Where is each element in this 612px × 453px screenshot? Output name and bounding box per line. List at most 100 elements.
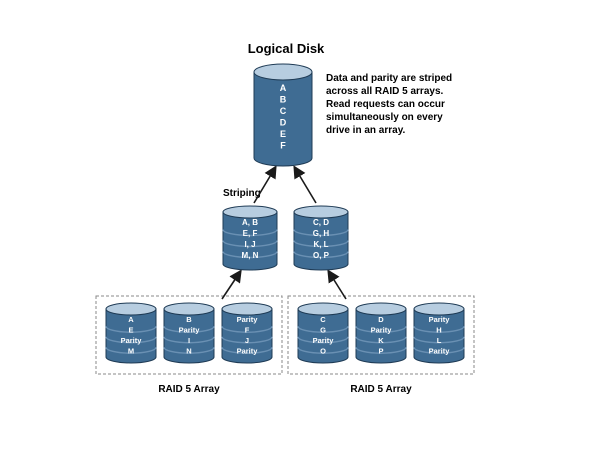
array-1-drive-3-label-3: Parity xyxy=(237,347,259,356)
array-2-drive-3-label-2: L xyxy=(437,336,442,345)
array-2-drive-3-top xyxy=(413,302,465,316)
stripe-disk-1-platter-3 xyxy=(222,251,278,259)
array-1-drive-1-label-2: Parity xyxy=(121,336,143,345)
arrow-array1-to-stripe1 xyxy=(221,269,242,300)
logical-disk-label-3: D xyxy=(280,118,287,128)
logical-disk-label-4: E xyxy=(280,129,286,139)
stripe-disk-2-label-1: G, H xyxy=(313,229,330,238)
logical-disk-label-0: A xyxy=(280,83,287,93)
array-1-drive-1-platter-2 xyxy=(105,336,157,344)
description-line-5: drive in an array. xyxy=(326,125,406,136)
array-2-drive-1-label-1: G xyxy=(320,326,326,335)
array-1-drive-1-body xyxy=(105,308,157,364)
array-2-drive-1-platter-2 xyxy=(297,336,349,344)
array-2-drive-1-platter-1 xyxy=(297,326,349,333)
array-1-drive-2-top xyxy=(163,302,215,316)
stripe-disk-2-label-3: O, P xyxy=(313,251,330,260)
arrow-stripe1-to-logical xyxy=(253,165,277,204)
array-1-drive-2-platter-1 xyxy=(163,326,215,333)
logical-disk-label-1: B xyxy=(280,95,287,105)
array-1-drive-3-platter-2 xyxy=(221,336,273,344)
array-2-drive-3-platter-1 xyxy=(413,326,465,333)
description-line-3: Read requests can occur xyxy=(326,99,445,110)
array-1-drive-2-body xyxy=(163,308,215,364)
array-2-drive-3-label-0: Parity xyxy=(429,315,451,324)
striping-label: Striping xyxy=(223,188,261,199)
array-2-drive-2-label-3: P xyxy=(378,347,383,356)
array-1-drive-3-label-2: J xyxy=(245,336,249,345)
description-line-1: Data and parity are striped xyxy=(326,73,452,84)
array-2-drive-1-platter-3 xyxy=(297,347,349,354)
array-2-drive-3-label-3: Parity xyxy=(429,347,451,356)
array-2-drive-1-body xyxy=(297,308,349,364)
array-1-drive-1-platter-1 xyxy=(105,326,157,333)
stripe-disk-2-platter-2 xyxy=(293,240,349,248)
stripe-disk-2-label-0: C, D xyxy=(313,218,329,227)
stripe-disk-1: A, BE, FI, JM, N xyxy=(222,205,278,271)
stripe-disk-2-body xyxy=(293,211,349,271)
stripe-disk-1-platter-2 xyxy=(222,240,278,248)
raid-array-label-2: RAID 5 Array xyxy=(350,384,412,395)
array-2-drive-1-top xyxy=(297,302,349,316)
array-1-drive-1-label-0: A xyxy=(128,315,134,324)
array-1-drive-3-label-0: Parity xyxy=(237,315,259,324)
diagram-title: Logical Disk xyxy=(248,41,325,56)
logical-disk-body xyxy=(253,71,313,167)
stripe-disk-1-label-2: I, J xyxy=(244,240,255,249)
array-1-drive-2-label-2: I xyxy=(188,336,190,345)
array-2-drive-2-label-0: D xyxy=(378,315,384,324)
description-line-4: simultaneously on every xyxy=(326,112,443,123)
array-2-drive-1-label-2: Parity xyxy=(313,336,335,345)
array-2-drive-1-label-3: O xyxy=(320,347,326,356)
array-1-drive-2-label-0: B xyxy=(186,315,192,324)
stripe-disk-1-platter-1 xyxy=(222,229,278,237)
array-2-drive-2-label-1: Parity xyxy=(371,326,393,335)
array-1-drive-1-top xyxy=(105,302,157,316)
array-1-drive-3-platter-1 xyxy=(221,326,273,333)
stripe-disk-2-platter-1 xyxy=(293,229,349,237)
array-2-drive-2-body xyxy=(355,308,407,364)
array-2-drive-3-platter-2 xyxy=(413,336,465,344)
raid-array-box-2 xyxy=(287,295,475,375)
array-2-drive-3-platter-3 xyxy=(413,347,465,354)
stripe-disk-1-label-1: E, F xyxy=(243,229,258,238)
array-2-drive-2-platter-1 xyxy=(355,326,407,333)
array-1-drive-3-body xyxy=(221,308,273,364)
array-1-drive-2-label-1: Parity xyxy=(179,326,201,335)
stripe-disk-2-top xyxy=(293,205,349,219)
array-2-drive-2-platter-3 xyxy=(355,347,407,354)
stripe-disk-1-body xyxy=(222,211,278,271)
stripe-disk-2-label-2: K, L xyxy=(313,240,328,249)
description-line-2: across all RAID 5 arrays. xyxy=(326,86,444,97)
arrow-array2-to-stripe2 xyxy=(327,269,347,300)
stripe-disk-1-label-3: M, N xyxy=(242,251,259,260)
array-1-drive-3-label-1: F xyxy=(245,326,250,335)
array-1-drive-1-label-1: E xyxy=(128,326,133,335)
logical-disk-top xyxy=(253,63,313,81)
raid-array-box-1 xyxy=(95,295,283,375)
logical-disk-label-2: C xyxy=(280,106,287,116)
array-1-drive-3-platter-3 xyxy=(221,347,273,354)
array-1-drive-2-label-3: N xyxy=(186,347,191,356)
array-1-drive-1-platter-3 xyxy=(105,347,157,354)
array-1-drive-2-platter-2 xyxy=(163,336,215,344)
logical-disk-label-5: F xyxy=(280,141,286,151)
array-2-drive-2-platter-2 xyxy=(355,336,407,344)
stripe-disk-2: C, D G, H K, L O, P xyxy=(293,205,349,271)
array-2-drive-2-top xyxy=(355,302,407,316)
arrow-stripe2-to-logical xyxy=(293,165,317,204)
stripe-disk-2-platter-3 xyxy=(293,251,349,259)
array-1-drive-2-platter-3 xyxy=(163,347,215,354)
array-1-drive-3-top xyxy=(221,302,273,316)
array-2-drive-3-body xyxy=(413,308,465,364)
array-1-drive-1-label-3: M xyxy=(128,347,134,356)
raid-array-label-1: RAID 5 Array xyxy=(158,384,220,395)
array-2-drive-2-label-2: K xyxy=(378,336,384,345)
